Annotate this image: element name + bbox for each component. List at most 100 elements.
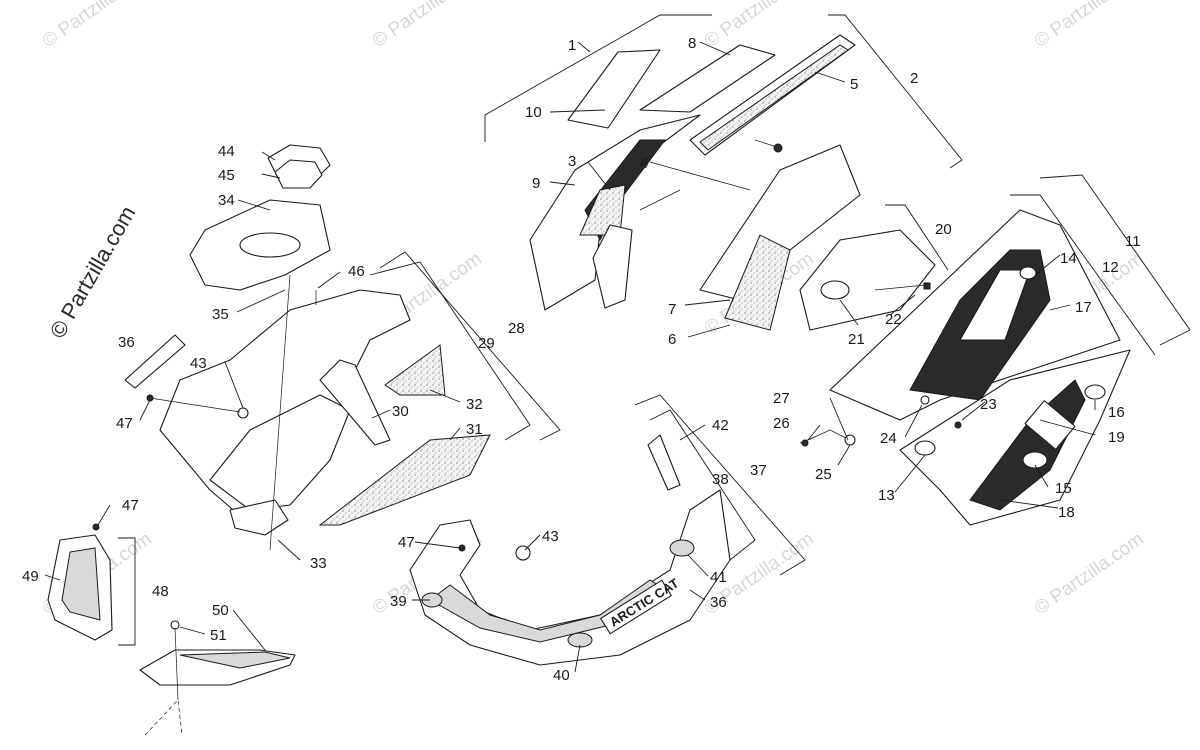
bracket-49-face bbox=[61, 547, 101, 621]
callout-31: 31 bbox=[466, 421, 483, 438]
callout-38: 38 bbox=[712, 471, 729, 488]
callout-18: 18 bbox=[1058, 504, 1075, 521]
callout-28: 28 bbox=[508, 320, 525, 337]
callout-8: 8 bbox=[688, 35, 696, 52]
windshield-pad-6 bbox=[724, 234, 791, 331]
side-panel-badge-19 bbox=[1024, 400, 1076, 450]
callout-51: 51 bbox=[210, 627, 227, 644]
callout-41: 41 bbox=[710, 569, 727, 586]
callout-39: 39 bbox=[390, 593, 407, 610]
callout-10: 10 bbox=[525, 104, 542, 121]
grommet-43 bbox=[515, 545, 531, 561]
callout-50: 50 bbox=[212, 602, 229, 619]
callout-7: 7 bbox=[668, 301, 676, 318]
panel-31 bbox=[318, 434, 491, 526]
watermark: © Partzilla.com bbox=[39, 0, 156, 52]
screw-47c bbox=[92, 523, 100, 531]
callout-47b: 47 bbox=[398, 534, 415, 551]
windshield-trim-8 bbox=[639, 44, 776, 113]
rod-33 bbox=[269, 274, 291, 551]
callout-17: 17 bbox=[1075, 299, 1092, 316]
callout-34: 34 bbox=[218, 192, 235, 209]
callout-42: 42 bbox=[712, 417, 729, 434]
callout-19: 19 bbox=[1108, 429, 1125, 446]
belly-pan: ARCTIC CAT bbox=[409, 394, 806, 666]
gauge-cover-20 bbox=[799, 229, 936, 331]
callout-21: 21 bbox=[848, 331, 865, 348]
callout-25: 25 bbox=[815, 466, 832, 483]
screw-51 bbox=[170, 620, 180, 630]
fastener-24 bbox=[920, 395, 930, 405]
side-panel-right bbox=[829, 174, 1191, 526]
callout-45: 45 bbox=[218, 167, 235, 184]
grommet-13 bbox=[914, 440, 936, 456]
callout-47c: 47 bbox=[122, 497, 139, 514]
windshield-top-5-inner bbox=[699, 44, 849, 151]
fastener-23 bbox=[954, 421, 962, 429]
callout-27: 27 bbox=[773, 390, 790, 407]
callout-23: 23 bbox=[980, 396, 997, 413]
cable-27 bbox=[807, 429, 851, 441]
watermark: © Partzilla.com bbox=[1031, 0, 1148, 52]
callout-22: 22 bbox=[885, 311, 902, 328]
panel-32 bbox=[384, 344, 446, 396]
callout-14: 14 bbox=[1060, 250, 1077, 267]
callout-35: 35 bbox=[212, 306, 229, 323]
grommet-16 bbox=[1084, 384, 1106, 400]
hood-structure bbox=[124, 144, 561, 551]
skid-50-top bbox=[179, 651, 291, 669]
dash-ground bbox=[144, 699, 183, 736]
callout-leaders bbox=[44, 41, 1096, 673]
callout-24: 24 bbox=[880, 430, 897, 447]
clip-43 bbox=[237, 407, 249, 419]
windshield-lower-panel bbox=[592, 224, 633, 309]
gauge-cover-assembly bbox=[799, 204, 949, 331]
gauge-cable-22 bbox=[874, 284, 926, 291]
cable-end bbox=[801, 439, 809, 447]
callout-30: 30 bbox=[392, 403, 409, 420]
tunnel-front bbox=[229, 499, 289, 536]
callout-33: 33 bbox=[310, 555, 327, 572]
callout-13: 13 bbox=[878, 487, 895, 504]
watermark: © Partzilla.com bbox=[1031, 528, 1148, 619]
callout-11: 11 bbox=[1125, 233, 1141, 250]
watermark: © Partzilla.com bbox=[701, 0, 818, 52]
callout-12: 12 bbox=[1102, 259, 1119, 276]
mount-plate-hole bbox=[239, 232, 301, 258]
grommet-41 bbox=[669, 539, 695, 557]
grommet-40 bbox=[567, 632, 593, 648]
watermark: © Partzilla.com bbox=[369, 0, 486, 52]
gasket-45 bbox=[274, 159, 323, 189]
callout-26: 26 bbox=[773, 415, 790, 432]
belly-pan-inner bbox=[429, 579, 666, 643]
callout-47: 47 bbox=[116, 415, 133, 432]
callout-29: 29 bbox=[478, 335, 495, 352]
callout-5: 5 bbox=[850, 76, 858, 93]
callout-15: 15 bbox=[1055, 480, 1072, 497]
tunnel-body bbox=[159, 289, 411, 521]
callout-49: 49 bbox=[22, 568, 39, 585]
callout-labels: 1 8 5 2 10 3 4 9 7 6 20 21 22 11 12 14 1… bbox=[22, 35, 1141, 684]
callout-48: 48 bbox=[152, 583, 169, 600]
callout-9: 9 bbox=[532, 175, 540, 192]
callout-37: 37 bbox=[750, 462, 767, 479]
callout-6: 6 bbox=[668, 331, 676, 348]
watermark-large: © Partzilla.com bbox=[45, 202, 141, 343]
callout-2: 2 bbox=[910, 70, 918, 87]
gauge-clip bbox=[923, 282, 931, 290]
mount-bolt-head bbox=[773, 143, 783, 153]
callout-43: 43 bbox=[190, 355, 207, 372]
windshield-decal-10 bbox=[567, 49, 661, 129]
callout-46: 46 bbox=[348, 263, 365, 280]
screw-line-47 bbox=[149, 397, 241, 413]
brand-logo-plate bbox=[600, 579, 672, 635]
grommet-15 bbox=[1022, 451, 1048, 469]
callout-16: 16 bbox=[1108, 404, 1125, 421]
callout-43b: 43 bbox=[542, 528, 559, 545]
brace-30 bbox=[319, 359, 391, 446]
callout-1: 1 bbox=[568, 37, 576, 54]
gauge-21 bbox=[820, 280, 850, 300]
reflector-36 bbox=[124, 334, 186, 389]
grommet-14 bbox=[1019, 266, 1037, 280]
